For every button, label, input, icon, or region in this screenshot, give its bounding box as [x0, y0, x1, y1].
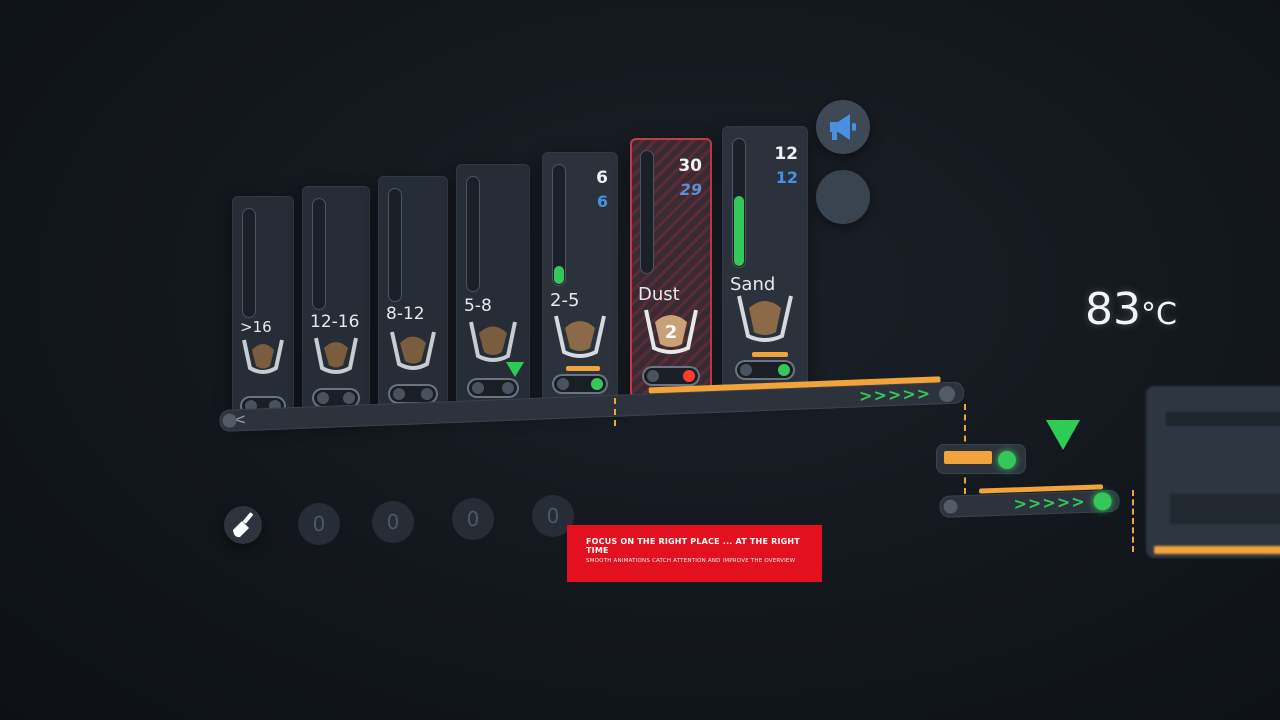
bin-toggle[interactable]: [642, 366, 700, 386]
bin-label: 5-8: [464, 296, 492, 316]
downstream-unit[interactable]: [1146, 386, 1280, 558]
bin-toggle[interactable]: [312, 388, 360, 408]
drop-indicator-icon: [1046, 420, 1080, 450]
level-gauge: [552, 164, 566, 286]
bin-12-16[interactable]: 12-16: [302, 186, 370, 420]
lower-end-dot: [1093, 492, 1112, 511]
bin-sand[interactable]: 12 12 Sand: [722, 126, 808, 394]
hopper-icon: [469, 321, 517, 362]
level-gauge: [388, 188, 402, 302]
banner-subline: SMOOTH ANIMATIONS CATCH ATTENTION AND IM…: [586, 558, 796, 564]
lower-start-dot: [943, 499, 958, 514]
bin-count: 12: [774, 144, 798, 164]
level-gauge: [732, 138, 746, 268]
level-gauge: [466, 176, 480, 292]
bin-count: 6: [596, 168, 608, 188]
unit-load: [1154, 546, 1280, 554]
caption-banner: FOCUS ON THE RIGHT PLACE ... AT THE RIGH…: [567, 525, 822, 582]
conveyor-direction: >>>>>: [858, 383, 932, 406]
hopper-icon: [390, 331, 436, 370]
alert-badge: 2: [664, 322, 678, 343]
flow-link: [1132, 490, 1134, 552]
bin-toggle[interactable]: [467, 378, 519, 398]
hopper-icon: [737, 295, 793, 342]
blank-round-button[interactable]: [816, 170, 870, 224]
bin-label: Dust: [638, 284, 680, 305]
transfer-unit[interactable]: [936, 444, 1026, 474]
level-fill: [734, 196, 744, 266]
bin-toggle[interactable]: [735, 360, 795, 380]
conveyor-end-dot: [938, 385, 956, 403]
bin-count: 30: [678, 156, 702, 176]
level-gauge: [312, 198, 326, 310]
bin-over-16[interactable]: >16: [232, 196, 294, 422]
gate-indicator: [752, 352, 788, 357]
hopper-icon: [242, 339, 284, 374]
counter-reset-button[interactable]: 0: [298, 503, 340, 545]
bin-target: 29: [679, 180, 702, 199]
transfer-status: [998, 451, 1016, 469]
gate-indicator: [566, 366, 600, 371]
bin-toggle[interactable]: [552, 374, 608, 394]
counter-reset-button[interactable]: 0: [372, 501, 414, 543]
drop-indicator-icon: [506, 362, 524, 377]
level-gauge: [640, 150, 654, 274]
bin-8-12[interactable]: 8-12: [378, 176, 448, 416]
unit-slot: [1170, 494, 1280, 524]
megaphone-icon: [830, 114, 856, 140]
bin-target: 6: [596, 192, 608, 211]
counter-reset-button[interactable]: 0: [452, 498, 494, 540]
bin-label: 8-12: [386, 304, 425, 324]
transfer-load: [944, 451, 992, 464]
bin-2-5[interactable]: 6 6 2-5: [542, 152, 618, 404]
level-fill: [554, 266, 564, 284]
temperature-value: 83: [1085, 284, 1141, 335]
flow-link: [614, 398, 616, 426]
bin-target: 12: [775, 168, 798, 187]
bin-toggle[interactable]: [388, 384, 438, 404]
hopper-icon: [644, 309, 698, 354]
announce-button[interactable]: [816, 100, 870, 154]
bin-label: >16: [240, 318, 272, 336]
bin-dust[interactable]: 30 29 Dust 2: [630, 138, 712, 400]
bin-label: Sand: [730, 274, 776, 295]
bin-5-8[interactable]: 5-8: [456, 164, 530, 410]
clean-button[interactable]: [224, 506, 262, 544]
temperature-readout: 83°C: [1085, 284, 1177, 335]
bin-label: 2-5: [550, 290, 580, 311]
lower-direction: >>>>>: [1013, 491, 1086, 514]
unit-slot: [1166, 412, 1280, 426]
broom-icon: [233, 512, 253, 538]
temperature-unit: °C: [1141, 297, 1177, 332]
level-gauge: [242, 208, 256, 318]
bin-label: 12-16: [310, 312, 360, 332]
hopper-icon: [554, 315, 606, 358]
banner-headline: FOCUS ON THE RIGHT PLACE ... AT THE RIGH…: [586, 537, 800, 555]
hopper-icon: [314, 337, 358, 374]
lower-conveyor: >>>>>: [939, 484, 1120, 518]
